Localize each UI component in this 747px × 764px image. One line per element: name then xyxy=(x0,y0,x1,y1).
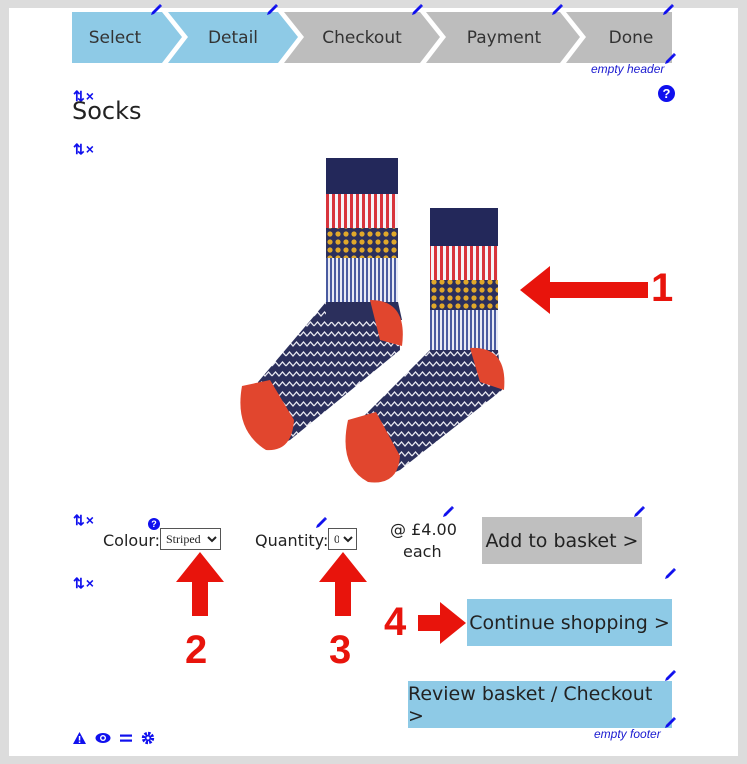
edit-quantity-icon[interactable] xyxy=(314,516,328,530)
step-checkout[interactable]: Checkout xyxy=(310,12,414,63)
annotation-number-1: 1 xyxy=(651,266,674,310)
row-controls-form[interactable]: ⇅× xyxy=(73,512,95,528)
add-to-basket-button[interactable]: Add to basket > xyxy=(482,517,642,564)
product-image xyxy=(240,158,505,483)
annotation-number-3: 3 xyxy=(329,628,352,672)
right-sock xyxy=(345,208,505,483)
edit-price-icon[interactable] xyxy=(441,505,455,519)
step-payment-shape xyxy=(426,12,580,63)
step-checkout-label: Checkout xyxy=(322,27,402,48)
step-select-label: Select xyxy=(88,27,142,48)
step-checkout-shape xyxy=(284,12,440,63)
edit-step-done-icon[interactable] xyxy=(661,3,675,17)
annotation-arrow-2 xyxy=(176,552,224,616)
quantity-select[interactable]: 0 xyxy=(328,528,357,550)
step-detail[interactable]: Detail xyxy=(192,12,274,63)
annotation-number-4: 4 xyxy=(384,600,407,644)
colour-select[interactable]: Striped xyxy=(160,528,221,550)
step-payment[interactable]: Payment xyxy=(452,12,556,63)
step-done-label: Done xyxy=(608,27,654,48)
continue-shopping-button[interactable]: Continue shopping > xyxy=(467,599,672,646)
review-basket-button[interactable]: Review basket / Checkout > xyxy=(408,681,672,728)
gear-icon[interactable] xyxy=(141,731,155,750)
left-sock xyxy=(240,158,403,451)
step-select-shape xyxy=(72,12,182,63)
annotation-arrow-3 xyxy=(319,552,367,616)
colour-help-icon[interactable]: ? xyxy=(148,518,160,530)
step-bar xyxy=(72,12,672,63)
step-detail-shape xyxy=(168,12,298,63)
edit-step-checkout-icon[interactable] xyxy=(410,3,424,17)
quantity-label: Quantity: xyxy=(255,531,329,550)
page-title: Socks xyxy=(72,97,142,125)
edit-footer-icon[interactable] xyxy=(663,716,677,730)
step-detail-label: Detail xyxy=(207,27,259,48)
step-done-shape xyxy=(566,12,672,63)
equals-icon[interactable] xyxy=(119,731,133,750)
empty-header-label: empty header xyxy=(591,62,665,76)
price-text: @ £4.00 xyxy=(390,520,457,539)
edit-step-select-icon[interactable] xyxy=(149,3,163,17)
colour-label: Colour: xyxy=(103,531,161,550)
step-done[interactable]: Done xyxy=(592,12,670,63)
edit-continue-icon[interactable] xyxy=(663,567,677,581)
empty-footer-label: empty footer xyxy=(594,727,661,741)
help-icon[interactable]: ? xyxy=(658,85,675,102)
footer-toolbar xyxy=(72,731,155,750)
annotation-arrow-4 xyxy=(418,602,466,644)
step-payment-label: Payment xyxy=(466,27,542,48)
eye-icon[interactable] xyxy=(95,731,111,750)
annotation-number-2: 2 xyxy=(185,628,208,672)
edit-header-icon[interactable] xyxy=(663,52,677,66)
edit-step-payment-icon[interactable] xyxy=(550,3,564,17)
warning-icon[interactable] xyxy=(72,731,87,750)
row-controls-continue[interactable]: ⇅× xyxy=(73,575,95,591)
row-controls-image[interactable]: ⇅× xyxy=(73,141,95,157)
price-unit-text: each xyxy=(403,542,442,561)
row-controls-title[interactable]: ⇅× xyxy=(73,88,95,104)
edit-step-detail-icon[interactable] xyxy=(265,3,279,17)
step-select[interactable]: Select xyxy=(78,12,152,63)
annotation-arrow-1 xyxy=(520,266,648,314)
